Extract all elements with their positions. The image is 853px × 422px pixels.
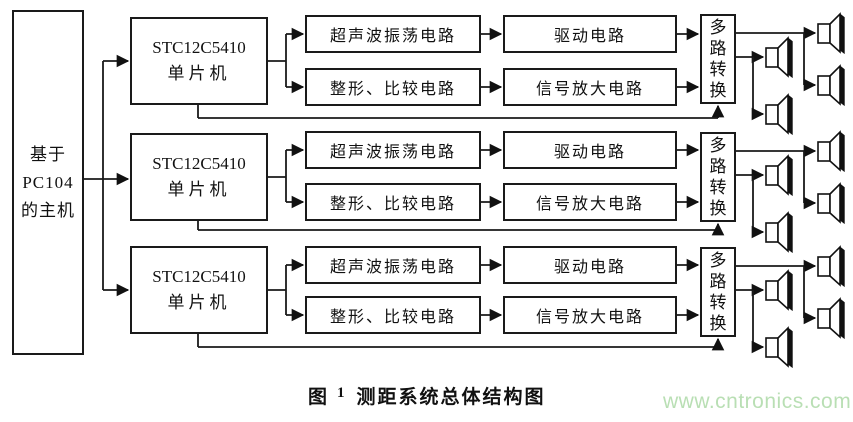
- mux-box-3: 多路转换: [700, 247, 736, 337]
- oscillator-box-3: 超声波振荡电路: [305, 246, 481, 284]
- driver-label: 驱动电路: [553, 259, 626, 276]
- shaper-box-3: 整形、比较电路: [305, 296, 481, 334]
- mcu-type: 单片机: [167, 293, 231, 312]
- shaper-label: 整形、比较电路: [329, 81, 456, 98]
- mux-box-1: 多路转换: [700, 14, 736, 104]
- transducer-icon: [765, 36, 793, 78]
- amplifier-label: 信号放大电路: [535, 81, 644, 98]
- mux-box-2: 多路转换: [700, 132, 736, 222]
- driver-box-2: 驱动电路: [503, 131, 677, 169]
- transducer-icon: [765, 93, 793, 135]
- amplifier-label: 信号放大电路: [535, 309, 644, 326]
- mcu-model: STC12C5410: [152, 267, 246, 286]
- host-line-3: 的主机: [21, 200, 75, 220]
- mux-label: 多路转换: [709, 136, 727, 218]
- transducer-icon: [817, 64, 845, 106]
- transducer-icon: [765, 269, 793, 311]
- figure-number: 1: [337, 385, 345, 401]
- mcu-box-1: STC12C5410 单片机: [130, 17, 268, 105]
- transducer-icon: [817, 130, 845, 172]
- oscillator-label: 超声波振荡电路: [329, 259, 456, 276]
- transducer-icon: [817, 12, 845, 54]
- mcu-type: 单片机: [167, 180, 231, 199]
- shaper-box-2: 整形、比较电路: [305, 183, 481, 221]
- transducer-icon: [765, 154, 793, 196]
- oscillator-box-2: 超声波振荡电路: [305, 131, 481, 169]
- driver-label: 驱动电路: [553, 144, 626, 161]
- amplifier-box-1: 信号放大电路: [503, 68, 677, 106]
- driver-box-3: 驱动电路: [503, 246, 677, 284]
- driver-label: 驱动电路: [553, 28, 626, 45]
- shaper-label: 整形、比较电路: [329, 309, 456, 326]
- mcu-box-3: STC12C5410 单片机: [130, 246, 268, 334]
- oscillator-label: 超声波振荡电路: [329, 28, 456, 45]
- mux-label: 多路转换: [709, 18, 727, 100]
- mux-label: 多路转换: [709, 251, 727, 333]
- transducer-icon: [817, 297, 845, 339]
- transducer-icon: [765, 211, 793, 253]
- mcu-model: STC12C5410: [152, 154, 246, 173]
- mcu-model: STC12C5410: [152, 38, 246, 57]
- mcu-box-2: STC12C5410 单片机: [130, 133, 268, 221]
- amplifier-box-2: 信号放大电路: [503, 183, 677, 221]
- oscillator-box-1: 超声波振荡电路: [305, 15, 481, 53]
- transducer-icon: [817, 245, 845, 287]
- host-line-2: PC104: [22, 172, 74, 192]
- host-pc104-box: 基于 PC104 的主机: [12, 10, 84, 355]
- shaper-box-1: 整形、比较电路: [305, 68, 481, 106]
- figure-label: 图: [308, 387, 330, 408]
- shaper-label: 整形、比较电路: [329, 196, 456, 213]
- amplifier-label: 信号放大电路: [535, 196, 644, 213]
- oscillator-label: 超声波振荡电路: [329, 144, 456, 161]
- figure-title: 测距系统总体结构图: [356, 387, 546, 408]
- transducer-icon: [817, 182, 845, 224]
- mcu-type: 单片机: [167, 64, 231, 83]
- driver-box-1: 驱动电路: [503, 15, 677, 53]
- transducer-icon: [765, 326, 793, 368]
- host-line-1: 基于: [30, 144, 66, 164]
- watermark-text: www.cntronics.com: [663, 390, 852, 413]
- amplifier-box-3: 信号放大电路: [503, 296, 677, 334]
